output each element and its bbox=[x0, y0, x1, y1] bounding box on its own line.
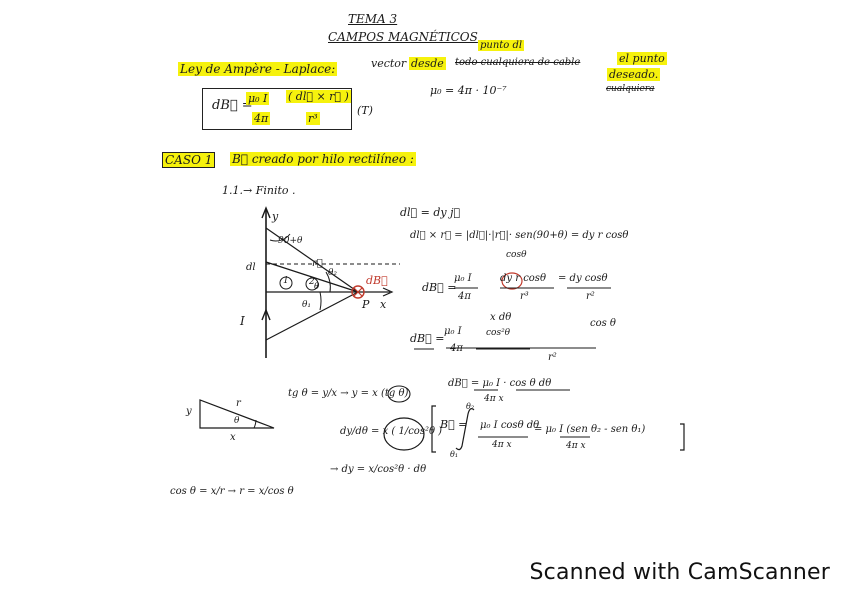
tri-y: y bbox=[186, 406, 192, 417]
integral-lhs: B⃗ = bbox=[440, 418, 468, 431]
tri-x: x bbox=[230, 432, 236, 443]
eq3-num: μ₀ I bbox=[454, 273, 472, 284]
fig-theta: θ bbox=[314, 282, 320, 292]
formula-cross-num: ( dl⃗ × r⃗ ) bbox=[286, 90, 351, 103]
eq-cross-under: cosθ bbox=[506, 250, 527, 260]
law-note-desde: desde bbox=[409, 57, 446, 70]
eq-cos: cos θ = x/r → r = x/cos θ bbox=[170, 486, 294, 497]
eq3-den: 4π bbox=[458, 291, 471, 302]
eq3-rhs-den: r² bbox=[586, 291, 595, 302]
eq3-frac-den: r³ bbox=[520, 291, 529, 302]
fig-point-p: P bbox=[362, 298, 370, 311]
page-subtitle: CAMPOS MAGNÉTICOS bbox=[328, 30, 478, 44]
integral-sup: θ₂ bbox=[466, 402, 475, 411]
integral-rhs: = μ₀ I (sen θ₂ - sen θ₁) bbox=[534, 424, 646, 435]
fig-y-axis-label: y bbox=[272, 210, 279, 223]
integral-body-den: 4π x bbox=[492, 440, 512, 450]
eq3-lhs: dB⃗ = bbox=[422, 281, 457, 294]
eq4-under: r² bbox=[548, 352, 557, 363]
fig-x-axis-label: x bbox=[380, 298, 387, 311]
fig-db-label: dB⃗ bbox=[366, 274, 388, 287]
fig-angle-top: 90+θ bbox=[278, 236, 303, 246]
law-note-deseado: deseado. bbox=[607, 68, 661, 81]
eq-tg: tg θ = y/x → y = x (tg θ) bbox=[288, 388, 409, 399]
eq5-den: 4π x bbox=[484, 394, 504, 404]
page-title: TEMA 3 bbox=[348, 12, 398, 26]
integral-sub: θ₁ bbox=[450, 450, 459, 459]
tri-r: r bbox=[236, 398, 241, 409]
eq-cross: dl⃗ × r⃗ = |dl⃗|·|r⃗|· sen(90+θ) = dy r … bbox=[410, 230, 629, 241]
formula-coef-num: μ₀ I bbox=[246, 92, 270, 105]
eq4-frac-sub: cos²θ bbox=[486, 328, 511, 338]
fig-theta2: θ₂ bbox=[328, 268, 338, 278]
eq3-rhs: = dy cosθ bbox=[558, 273, 608, 284]
eq-dydt: dy/dθ = x ( 1/cos²θ ) bbox=[340, 426, 443, 437]
eq-dy: → dy = x/cos²θ · dθ bbox=[330, 464, 427, 475]
case1-label: CASO 1 bbox=[162, 152, 216, 168]
law-note-struck: todo cualquiera de cable bbox=[455, 57, 581, 68]
eq4-right: cos θ bbox=[590, 318, 616, 329]
fig-circle1: 1 bbox=[283, 276, 289, 286]
formula-coef-den: 4π bbox=[252, 112, 271, 125]
law-formula-box bbox=[202, 88, 352, 130]
integral-body: μ₀ I cosθ dθ bbox=[480, 420, 540, 431]
mu0-value: μ₀ = 4π · 10⁻⁷ bbox=[430, 84, 507, 97]
law-note-punto-dl: punto dl bbox=[478, 40, 525, 51]
fig-r-label: r⃗ bbox=[312, 258, 323, 269]
law-note-el-punto: el punto bbox=[617, 52, 667, 65]
formula-cross-den: r³ bbox=[306, 112, 320, 125]
integral-rhs-den: 4π x bbox=[566, 441, 586, 451]
formula-tag: (T) bbox=[357, 104, 373, 117]
case1-sub: 1.1.→ Finito . bbox=[222, 184, 296, 197]
eq4-den: 4π bbox=[450, 343, 463, 354]
eq4-lhs: dB⃗ = bbox=[410, 332, 445, 345]
fig-circle2: 2 bbox=[309, 277, 315, 287]
camscanner-watermark: Scanned with CamScanner bbox=[529, 560, 830, 585]
eq5: dB⃗ = μ₀ I · cos θ dθ bbox=[448, 378, 552, 389]
fig-theta1: θ₁ bbox=[302, 300, 312, 310]
law-note-struck2: cualquiera bbox=[606, 84, 655, 94]
law-note-vector: vector bbox=[371, 57, 407, 70]
eq3-frac-num: dy r cosθ bbox=[500, 273, 546, 284]
fig-current-label: I bbox=[240, 314, 245, 328]
case1-title: B⃗ creado por hilo rectilíneo : bbox=[230, 152, 416, 166]
tri-theta: θ bbox=[234, 416, 240, 426]
formula-lhs: dB⃗ = bbox=[212, 98, 253, 113]
law-name: Ley de Ampère - Laplace: bbox=[178, 62, 338, 76]
fig-dl-label: dl bbox=[246, 262, 256, 273]
eq4-num: μ₀ I bbox=[444, 326, 462, 337]
eq-dl: dl⃗ = dy j⃗ bbox=[400, 206, 461, 219]
eq4-frac-num: x dθ bbox=[490, 312, 512, 323]
